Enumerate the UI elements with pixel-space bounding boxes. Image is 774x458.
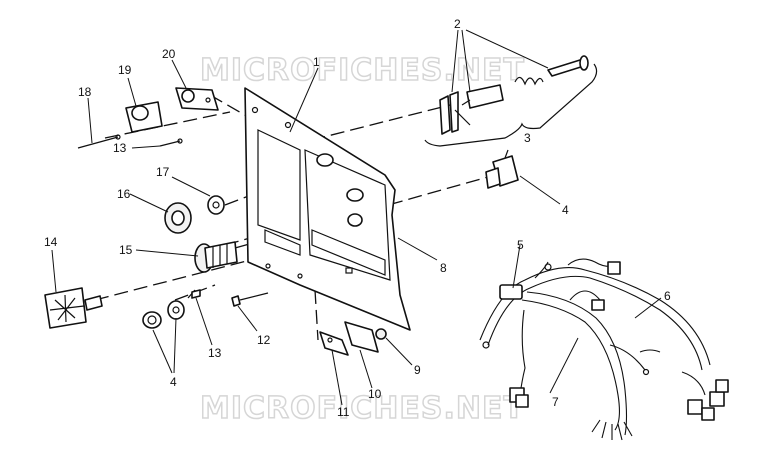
callout-2: 2 <box>454 17 461 31</box>
callout-14: 14 <box>44 235 58 249</box>
callout-7: 7 <box>552 395 559 409</box>
screw-18 <box>77 134 121 149</box>
callout-5: 5 <box>517 238 524 252</box>
nut-16 <box>164 202 192 234</box>
callout-4-right: 4 <box>562 203 569 217</box>
callout-13-bottom: 13 <box>208 346 222 360</box>
key-14 <box>44 287 103 329</box>
watermark-bottom: MICROFICHES.NET <box>200 391 525 426</box>
callout-3: 3 <box>524 131 531 145</box>
ignition-switch-15 <box>194 241 238 273</box>
callout-12: 12 <box>257 333 271 347</box>
callout-16: 16 <box>117 187 131 201</box>
bracket-11 <box>319 321 379 356</box>
nuts-4 <box>142 300 185 329</box>
watermark-top: MICROFICHES.NET <box>200 53 525 88</box>
callout-8: 8 <box>440 261 447 275</box>
callout-15: 15 <box>119 243 133 257</box>
nut-9 <box>375 328 387 340</box>
switch-assembly <box>424 55 598 147</box>
bolt-12 <box>231 292 269 307</box>
callout-4-left: 4 <box>170 375 177 389</box>
callout-17: 17 <box>156 165 170 179</box>
callout-13-top: 13 <box>113 141 127 155</box>
callout-9: 9 <box>414 363 421 377</box>
knob-19 <box>125 101 163 133</box>
leader-lines <box>51 29 662 406</box>
callout-1: 1 <box>313 55 320 69</box>
callout-labels: 1 2 3 4 4 5 6 7 8 9 10 11 12 13 13 14 15… <box>44 17 671 419</box>
callout-11: 11 <box>337 405 350 419</box>
wiring-harness <box>479 258 729 441</box>
callout-18: 18 <box>78 85 92 99</box>
callout-20: 20 <box>162 47 176 61</box>
washer-17 <box>207 195 225 215</box>
bracket-20 <box>175 87 219 111</box>
toggle-switch <box>485 149 519 189</box>
dash-panel <box>244 87 411 331</box>
screw-13-bottom <box>191 289 201 299</box>
screw-13-top <box>159 138 183 147</box>
callout-10: 10 <box>368 387 382 401</box>
callout-19: 19 <box>118 63 132 77</box>
callout-6: 6 <box>664 289 671 303</box>
